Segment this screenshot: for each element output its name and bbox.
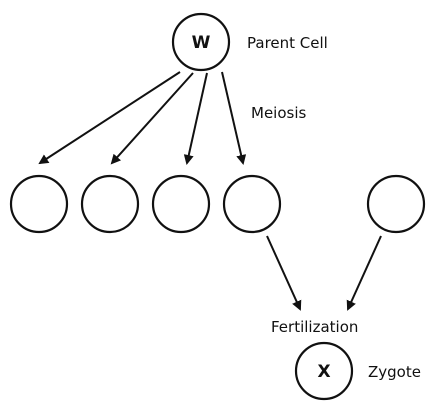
fertilization-arrow-right [346, 235, 382, 311]
meiosis-label: Meiosis [251, 104, 306, 122]
meiosis-arrow-3 [183, 72, 208, 165]
zygote-cell-circle [294, 341, 354, 401]
gamete-cell-1 [9, 174, 69, 234]
meiosis-arrow-4 [221, 71, 247, 165]
parent-cell-label: Parent Cell [247, 34, 328, 52]
parent-cell: W [171, 12, 231, 72]
gamete-cell-2 [80, 174, 140, 234]
zygote-cell-letter: X [317, 362, 330, 382]
parent-cell-letter: W [192, 33, 211, 53]
meiosis-arrow-2 [110, 72, 194, 165]
parent-cell-circle [171, 12, 231, 72]
other-gamete-cell [366, 174, 426, 234]
zygote-cell: X [294, 341, 354, 401]
fertilization-arrow-left [266, 235, 302, 311]
gamete-cell-4 [222, 174, 282, 234]
gamete-row [9, 174, 282, 234]
fertilization-label: Fertilization [271, 318, 358, 336]
gamete-cell-3 [151, 174, 211, 234]
fertilization-arrows [266, 235, 382, 311]
meiosis-arrow-1 [38, 71, 181, 165]
meiosis-arrows [38, 71, 247, 165]
zygote-label: Zygote [368, 363, 421, 381]
